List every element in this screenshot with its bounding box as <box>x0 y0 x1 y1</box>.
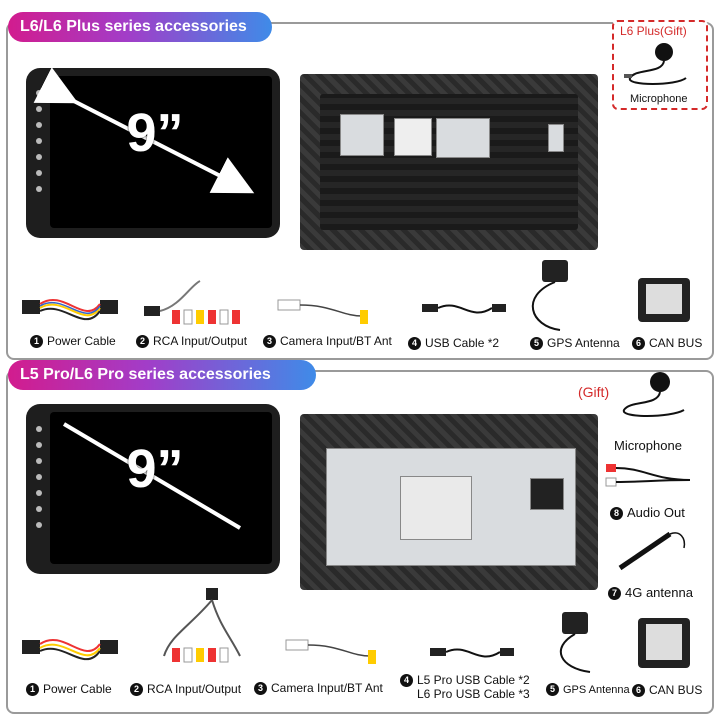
audio-out-cable-icon <box>605 464 691 487</box>
connector-block <box>530 478 564 510</box>
power-cable-icon <box>22 638 118 661</box>
head-unit-back-top <box>300 74 598 250</box>
screen-size-label-bottom: 9” <box>126 439 184 499</box>
canbus-box-icon <box>638 618 690 668</box>
screen-size-label-top: 9” <box>126 103 184 163</box>
gift-box-top <box>612 20 708 110</box>
label-sticker <box>394 118 432 156</box>
camera-bt-cable-icon <box>285 639 376 664</box>
microphone-icon <box>622 372 685 417</box>
canbus-box-icon <box>638 278 690 322</box>
gps-antenna-icon <box>559 612 591 673</box>
gift-item-microphone-bottom: Microphone <box>614 438 682 453</box>
usb-cable-icon <box>430 648 514 658</box>
head-unit-front-bottom <box>26 404 280 574</box>
bottom-section-banner: L5 Pro/L6 Pro series accessories <box>8 360 316 390</box>
power-cable-icon <box>22 298 118 321</box>
4g-antenna-icon <box>618 531 686 571</box>
microphone-icon <box>624 43 687 85</box>
usb-cable-icon <box>422 304 506 314</box>
gift-item-microphone-top: Microphone <box>630 93 688 105</box>
gps-antenna-icon <box>532 260 568 331</box>
head-unit-back-bottom <box>300 414 598 590</box>
rca-cable-icon <box>144 280 240 325</box>
connector-block <box>548 124 564 152</box>
connector-block <box>340 114 384 156</box>
gift-label-top: L6 Plus(Gift) <box>620 24 687 38</box>
camera-bt-cable-icon <box>277 299 368 324</box>
gift-label-bottom: (Gift) <box>578 384 610 400</box>
side-buttons <box>34 426 44 538</box>
connector-block <box>400 476 472 540</box>
connector-block <box>436 118 490 158</box>
rca-cable-icon <box>163 588 241 663</box>
top-section-banner: L6/L6 Plus series accessories <box>8 12 272 42</box>
